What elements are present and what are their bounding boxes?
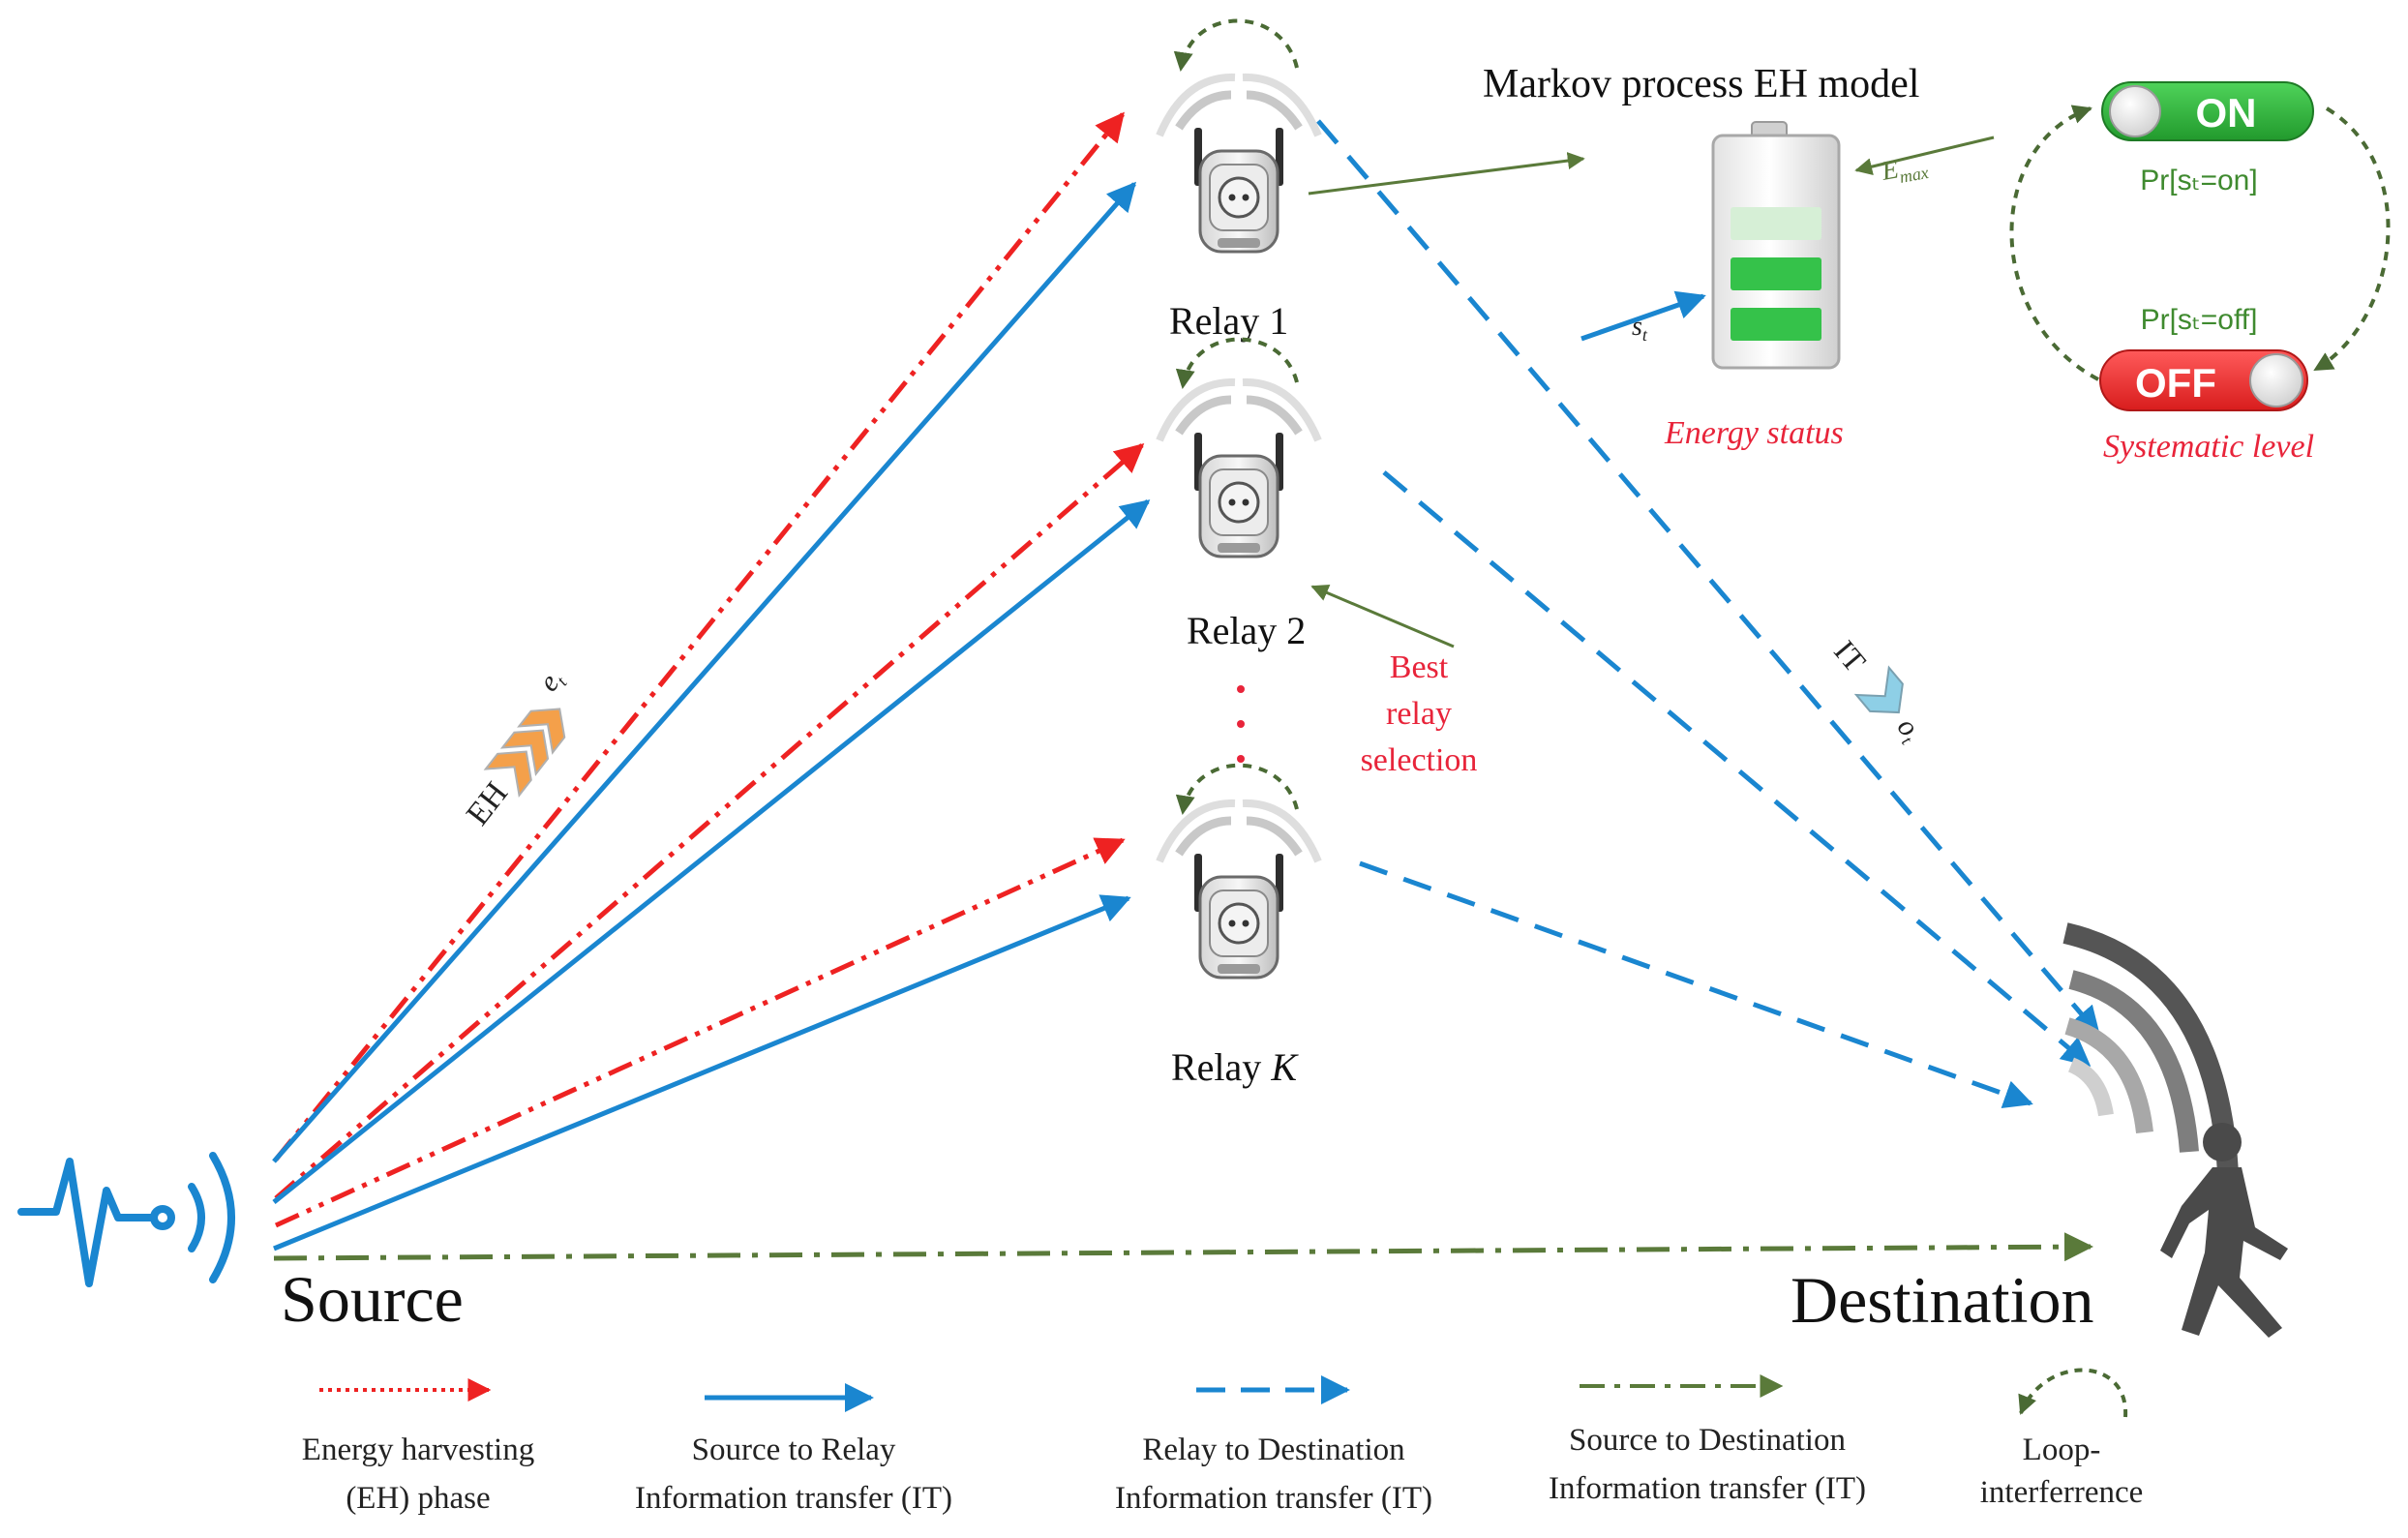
sr-link-relay2: [272, 499, 1151, 1204]
eh-tag: EH et: [460, 663, 571, 832]
eh-tag-label: EH: [460, 775, 515, 831]
destination-label: Destination: [1791, 1263, 2094, 1337]
legend-sr-line1: Source to Relay: [692, 1432, 896, 1467]
transition-on-to-off: [2313, 106, 2391, 372]
off-toggle: OFF: [2099, 349, 2308, 411]
legend-rd-line1: Relay to Destination: [1142, 1432, 1404, 1467]
relay-k: Relay K: [1159, 763, 1318, 1089]
transition-off-to-on: [2009, 105, 2099, 381]
on-toggle: ON: [2101, 81, 2314, 141]
eh-link-relay2: [274, 443, 1145, 1200]
relay-2-label: Relay 2: [1187, 609, 1306, 652]
rd-links: [1316, 119, 2100, 1109]
energy-status-label: Energy status: [1664, 415, 1844, 451]
best-relay-selection: Best relay selection: [1310, 585, 1478, 778]
svg-text:st: st: [1632, 312, 1648, 345]
best-relay-line3: selection: [1361, 742, 1478, 778]
it-tag-label: IT: [1827, 634, 1873, 679]
rd-link-relayK: [1359, 860, 2033, 1109]
relay-2-loop-icon: [1175, 337, 1299, 389]
relay-2: Relay 2: [1159, 337, 1318, 652]
relay-k-loop-icon: [1175, 763, 1299, 815]
relay-1-loop-icon: [1173, 18, 1299, 72]
legend-item-sd: Source to Destination Information transf…: [1549, 1374, 1866, 1506]
legend-eh-line2: (EH) phase: [346, 1481, 490, 1516]
relay-1-router-icon: [1159, 77, 1318, 252]
emax-label: Emax: [1854, 136, 1995, 187]
legend-eh-line1: Energy harvesting: [302, 1432, 534, 1467]
relay-2-router-icon: [1159, 382, 1318, 557]
on-toggle-label: ON: [2196, 90, 2257, 136]
battery-icon: [1711, 121, 1841, 370]
eh-links: [274, 111, 1145, 1228]
legend-loop-line1: Loop-: [2023, 1432, 2101, 1467]
sd-link: [273, 1232, 2093, 1262]
eh-link-relay1: [274, 111, 1125, 1161]
best-relay-line1: Best: [1390, 649, 1449, 685]
rd-link-relay1: [1316, 119, 2100, 1037]
destination-signal-icon: [2062, 922, 2239, 1174]
systematic-level-label: Systematic level: [2103, 429, 2314, 465]
prob-off-label: Pr[sₜ=off]: [2141, 304, 2258, 336]
legend-loop-icon: [2018, 1368, 2128, 1418]
legend-sd-line1: Source to Destination: [1569, 1423, 1846, 1458]
st-label: st: [1580, 290, 1706, 345]
relay1-to-model-arrow: [1308, 152, 1585, 196]
legend-rd-line2: Information transfer (IT): [1115, 1481, 1432, 1516]
walking-person-icon: [2160, 1123, 2288, 1338]
eh-chevrons-icon: [483, 708, 566, 799]
legend-item-loop: Loop- interferrence: [1980, 1368, 2144, 1510]
relay-dots: [1237, 685, 1245, 763]
legend-sd-line2: Information transfer (IT): [1549, 1471, 1866, 1506]
off-toggle-label: OFF: [2135, 360, 2216, 406]
sr-link-relayK: [273, 894, 1131, 1252]
legend-item-eh: Energy harvesting (EH) phase: [302, 1378, 534, 1516]
it-var-label: ot: [1888, 711, 1928, 749]
legend-loop-line2: interferrence: [1980, 1475, 2144, 1510]
eh-var-label: et: [532, 663, 571, 699]
legend-item-rd: Relay to Destination Information transfe…: [1115, 1375, 1432, 1516]
sr-links: [272, 181, 1151, 1252]
relay-k-label: Relay K: [1171, 1045, 1299, 1089]
markov-title: Markov process EH model: [1483, 62, 1919, 106]
legend: Energy harvesting (EH) phase Source to R…: [302, 1368, 2144, 1516]
eh-link-relayK: [274, 837, 1126, 1228]
it-chevron-icon: [1853, 665, 1904, 714]
legend-item-sr: Source to Relay Information transfer (IT…: [635, 1383, 952, 1516]
best-relay-line2: relay: [1386, 696, 1452, 732]
relay-1: Relay 1: [1159, 18, 1318, 343]
relay-1-label: Relay 1: [1169, 299, 1288, 343]
prob-on-label: Pr[sₜ=on]: [2140, 165, 2257, 196]
sr-link-relay1: [272, 181, 1136, 1163]
relay-k-router-icon: [1159, 803, 1318, 978]
source-label: Source: [281, 1262, 464, 1336]
best-relay-arrow: [1310, 585, 1455, 648]
source-antenna-icon: [17, 1152, 235, 1287]
legend-sr-line2: Information transfer (IT): [635, 1481, 952, 1516]
rd-link-relay2: [1382, 470, 2092, 1067]
